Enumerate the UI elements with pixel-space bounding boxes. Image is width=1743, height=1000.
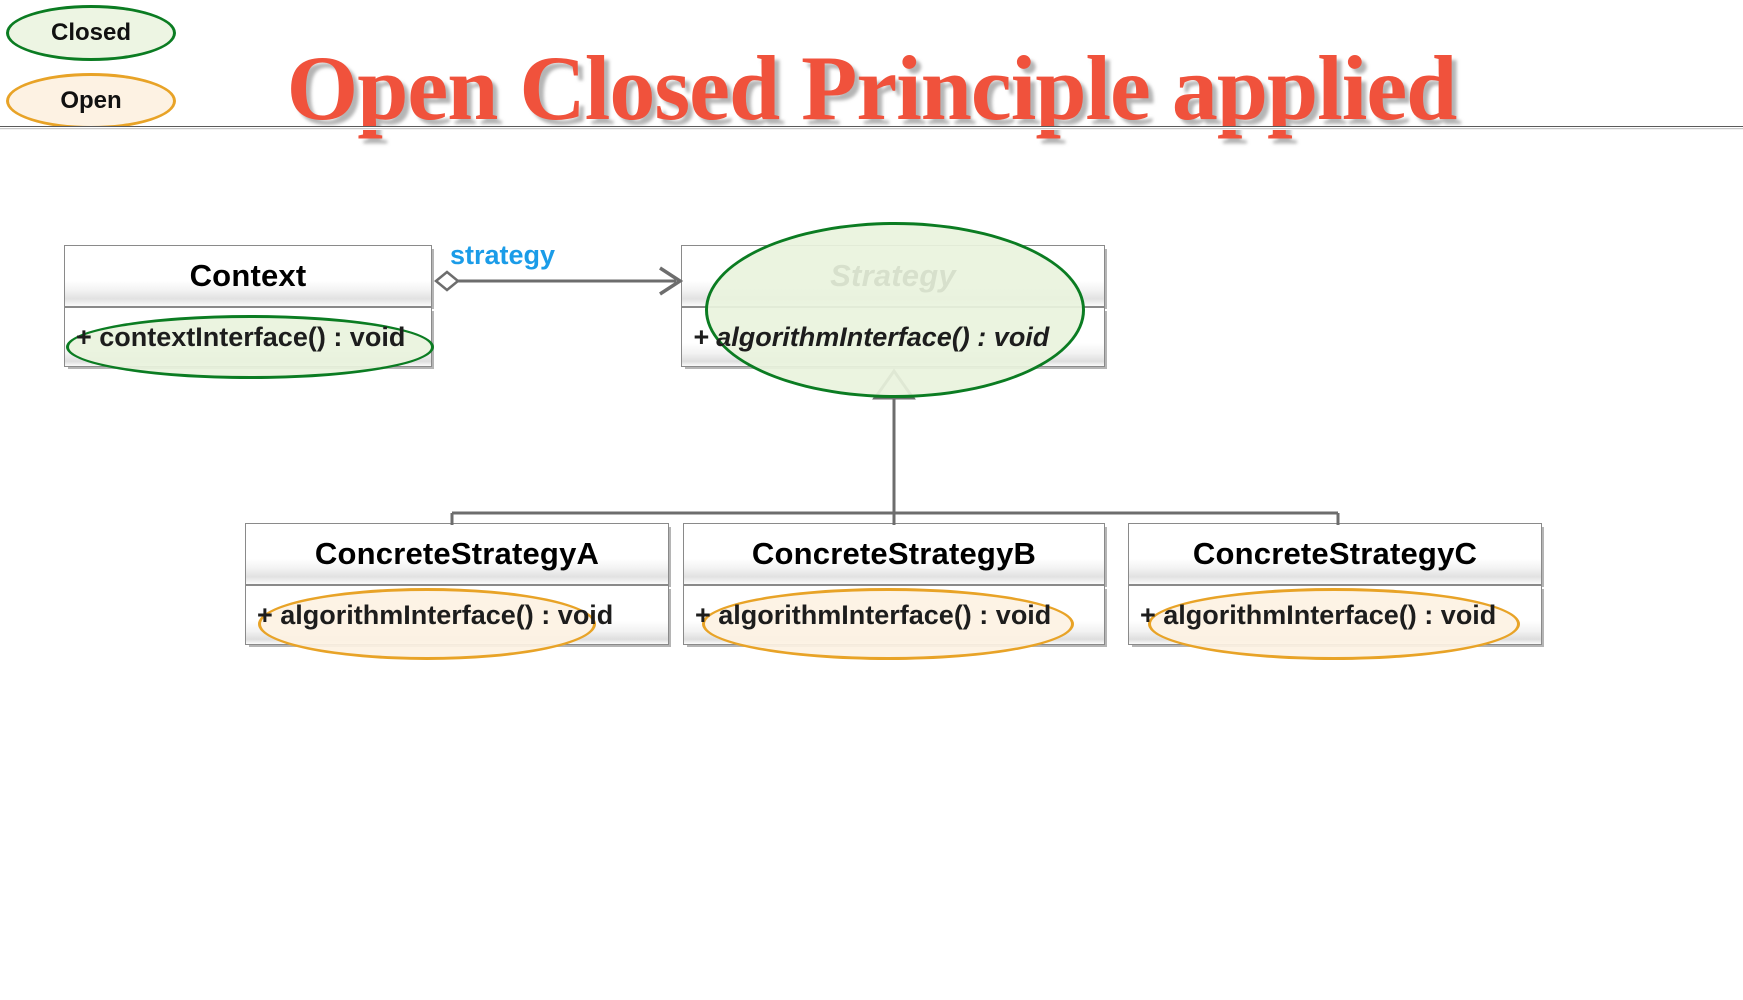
aggregation-context-strategy (434, 266, 684, 296)
legend-open-label: Open (60, 87, 122, 114)
class-name-label: ConcreteStrategyA (314, 536, 600, 571)
operation-label: + algorithmInterface() : void (1140, 599, 1497, 630)
class-name-label: Context (189, 258, 307, 293)
legend-closed-badge: Closed (6, 5, 176, 61)
operation-label: + algorithmInterface() : void (695, 599, 1052, 630)
operation-label: + contextInterface() : void (76, 321, 406, 352)
class-name-label: ConcreteStrategyB (751, 536, 1037, 571)
class-name-label: ConcreteStrategyC (1192, 536, 1478, 571)
legend-closed-label: Closed (50, 19, 131, 46)
generalization-tree (450, 368, 1340, 525)
class-name-compartment: ConcreteStrategyC (1128, 523, 1542, 585)
header-divider (0, 126, 1743, 130)
operation-label: + algorithmInterface() : void (257, 599, 614, 630)
operation-label: + algorithmInterface() : void (693, 321, 1050, 352)
class-name-compartment: Context (64, 245, 432, 307)
class-name-compartment: ConcreteStrategyA (245, 523, 669, 585)
page-title: Open Closed Principle applied (286, 37, 1458, 139)
association-label-strategy: strategy (450, 240, 556, 270)
